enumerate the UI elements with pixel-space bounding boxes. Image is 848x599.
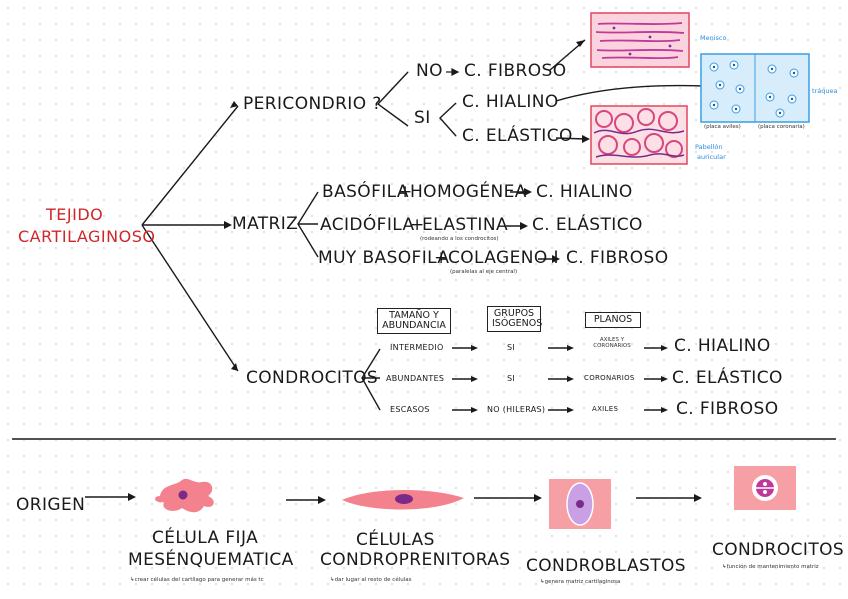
step4-title1: CONDROCITOS	[712, 540, 845, 560]
step3-title1: CONDROBLASTOS	[526, 556, 686, 576]
matriz-row2-result: C. ELÁSTICO	[532, 215, 643, 235]
matriz-row1-plus: +	[398, 182, 413, 202]
root-title-line1: TEJIDO	[46, 205, 104, 224]
matriz-row3-right: COLAGENO I	[448, 248, 559, 268]
mesenchymal-cell-image	[155, 478, 214, 513]
chondroblast-image	[549, 479, 611, 529]
pabellon-label-1: Pabellón	[695, 143, 723, 151]
step1-title1: CÉLULA FIJA	[152, 528, 259, 548]
condrocitos-header-size: TAMAÑO Y ABUNDANCIA	[377, 308, 451, 334]
condrocitos-row3-planes: AXILES	[592, 405, 619, 413]
matriz-label: MATRIZ	[232, 214, 299, 234]
condrocitos-header-planes: PLANOS	[585, 312, 641, 328]
step4-note: ↳función de mantenimiento matriz	[722, 564, 819, 570]
condrocitos-row2-size: ABUNDANTES	[386, 374, 445, 383]
condrocitos-row1-groups: SI	[507, 343, 516, 352]
pericondrio-no: NO	[416, 61, 443, 81]
matriz-row2-note: (rodeando a los condrocitos)	[420, 236, 499, 242]
step2-title2: CONDROPRENITORAS	[320, 550, 511, 570]
step3-note: ↳genera matriz cartilaginosa	[540, 579, 621, 585]
chondrocyte-image	[734, 466, 796, 510]
matriz-row1-result: C. HIALINO	[536, 182, 633, 202]
traquea-sub-coronaria: (placa coronaria)	[758, 124, 805, 130]
matriz-row2-right: ELASTINA	[422, 215, 508, 235]
traquea-sub-aviles: (placa aviles)	[704, 124, 741, 130]
condrocitos-row1-planes: AXILES Y CORONARIOS	[593, 337, 631, 349]
step2-title1: CÉLULAS	[356, 530, 435, 550]
matriz-row3-result: C. FIBROSO	[566, 248, 669, 268]
origen-label: ORIGEN	[16, 495, 86, 515]
condrocitos-row2-groups: SI	[507, 374, 516, 383]
matriz-row1-right: HOMOGÉNEA	[410, 182, 527, 202]
menisco-label: Menisco	[700, 34, 727, 42]
condrocitos-row3-size: ESCASOS	[390, 405, 430, 414]
pericondrio-si: SI	[414, 108, 431, 128]
root-title-line2: CARTILAGINOSO	[18, 227, 156, 246]
step2-note: ↳dar lugar al resto de células	[330, 577, 412, 583]
chondroprogenitor-cell-image	[342, 489, 464, 510]
condrocitos-row1-size: INTERMEDIO	[390, 343, 444, 352]
condrocitos-row3-groups: NO (HILERAS)	[487, 405, 546, 414]
matriz-row3-note: (paralelas al eje central)	[450, 269, 518, 275]
condrocitos-row2-planes: CORONARIOS	[584, 374, 635, 382]
pericondrio-label: PERICONDRIO ?	[243, 94, 382, 114]
traquea-label: tráquea	[812, 87, 838, 95]
traquea-image	[700, 53, 810, 123]
condrocitos-label: CONDROCITOS	[246, 368, 379, 388]
pericondrio-no-result: C. FIBROSO	[464, 61, 567, 81]
pabellon-label-2: auricular	[697, 153, 726, 161]
step1-note: ↳crear células del cartílago para genera…	[130, 577, 264, 583]
condrocitos-row2-result: C. ELÁSTICO	[672, 368, 783, 388]
condrocitos-row1-result: C. HIALINO	[674, 336, 771, 356]
condrocitos-row3-result: C. FIBROSO	[676, 399, 779, 419]
matriz-row2-left: ACIDÓFILA	[320, 215, 415, 235]
menisco-image	[590, 12, 690, 68]
matriz-row3-left: MUY BASOFILA	[318, 248, 450, 268]
pabellon-auricular-image	[590, 105, 688, 165]
matriz-row1-left: BASÓFILA	[322, 182, 409, 202]
matriz-row3-plus: +	[434, 248, 449, 268]
pericondrio-si-elastico: C. ELÁSTICO	[462, 126, 573, 146]
step1-title2: MESÉNQUEMATICA	[128, 550, 294, 570]
matriz-row2-plus: +	[410, 215, 425, 235]
condrocitos-header-groups: GRUPOS ISÓGENOS	[487, 306, 542, 332]
pericondrio-si-hialino: C. HIALINO	[462, 92, 559, 112]
